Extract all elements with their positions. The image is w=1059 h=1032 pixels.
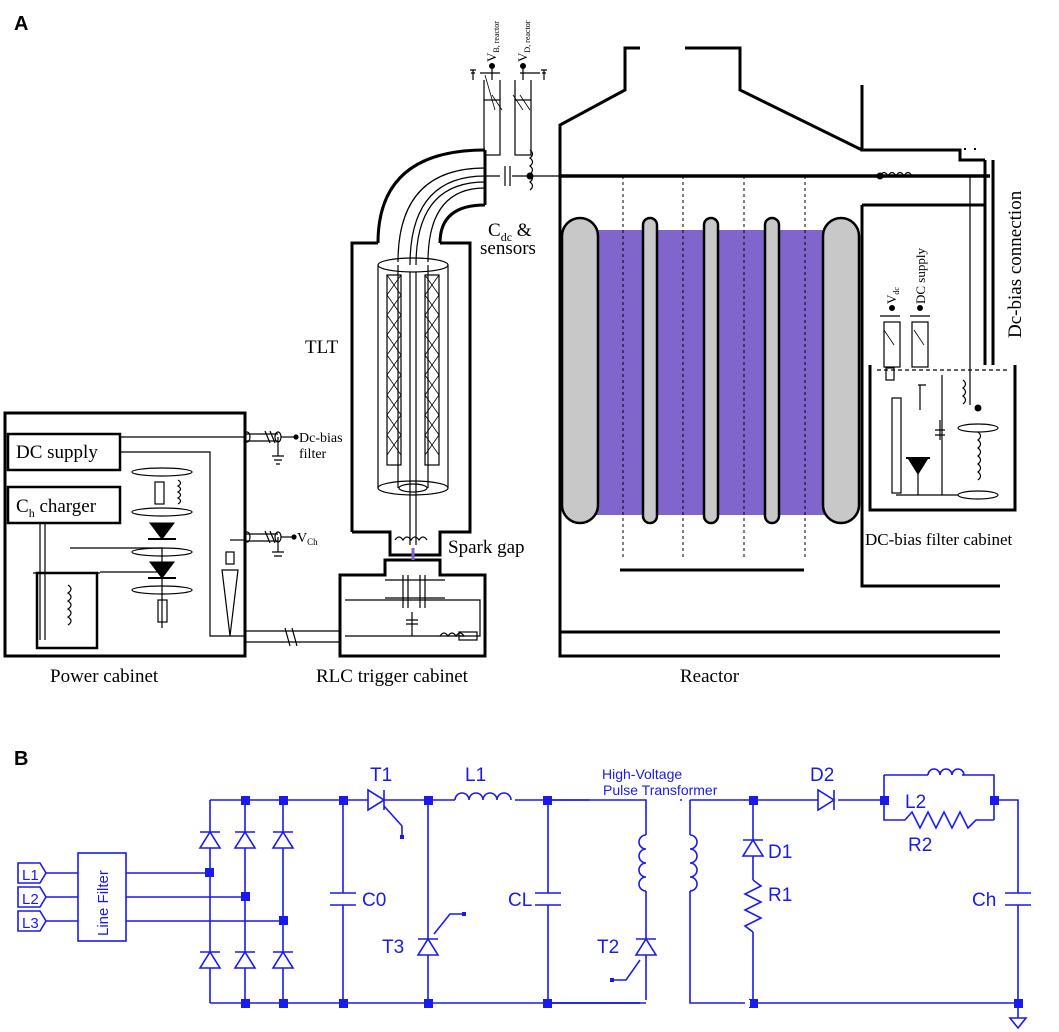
- input-terminals: L1 L2 L3: [17, 862, 78, 932]
- dc-bias-connection-label: Dc-bias connection: [1005, 190, 1026, 338]
- reactor: [558, 46, 1000, 658]
- capacitor-c0: [330, 800, 356, 1003]
- vb-reactor-label: VB, reactor: [484, 21, 501, 62]
- bridge-diode: [271, 830, 295, 849]
- electrode-3: [763, 216, 781, 525]
- ground-icon: [1008, 1017, 1028, 1030]
- cl-label: CL: [508, 890, 532, 911]
- vch-label: VCh: [297, 531, 318, 547]
- dc-bias-filter-cabinet: [868, 160, 1017, 512]
- inductor-l2: [927, 768, 965, 776]
- r2-label: R2: [908, 835, 932, 856]
- r1-label: R1: [768, 885, 792, 906]
- panel-a-letter: A: [14, 13, 28, 35]
- ch-charger-label: Ch charger: [16, 496, 97, 520]
- tlt-label: TLT: [305, 337, 338, 358]
- t1-label: T1: [370, 765, 392, 786]
- panel-b-letter: B: [14, 748, 28, 770]
- d2-label: D2: [810, 765, 834, 786]
- thyristor-t2: [610, 937, 658, 982]
- transformer-primary: [638, 834, 647, 892]
- dc-bias-filter-label-2: filter: [299, 447, 327, 462]
- thyristor-t3: [416, 912, 466, 956]
- capacitor-ch: [1005, 892, 1031, 906]
- resistor-r1: [743, 879, 763, 933]
- dc-supply-vertical-label: DC supply: [913, 248, 928, 304]
- resistor-r2: [904, 810, 994, 830]
- bridge-diode: [198, 830, 222, 849]
- power-outputs: [243, 430, 340, 647]
- input-label-l2: L2: [22, 891, 39, 908]
- input-label-l1: L1: [22, 867, 39, 884]
- hv-transformer-label-1: High-Voltage: [602, 766, 682, 782]
- l1-label: L1: [465, 765, 486, 786]
- capacitor-cl: [535, 892, 561, 906]
- cdc-label: Cdc &: [488, 220, 532, 244]
- panel-a: A DC supply Ch charger: [3, 13, 1026, 687]
- dc-bias-filter-label-1: Dc-bias: [299, 431, 343, 446]
- spark-gap-label: Spark gap: [448, 537, 525, 558]
- bridge-diode: [233, 830, 257, 849]
- bridge-diode: [233, 950, 257, 969]
- bridge-diode: [271, 950, 295, 969]
- l2-label: L2: [905, 792, 926, 813]
- input-terminal-l1: [17, 862, 47, 884]
- dc-bias-filter-cabinet-label: DC-bias filter cabinet: [865, 530, 1013, 549]
- vd-reactor-label: VD, reactor: [515, 20, 532, 62]
- sensors-label: sensors: [480, 238, 536, 259]
- diode-d1: [741, 838, 765, 857]
- bridge-diode: [198, 950, 222, 969]
- electrode-2: [702, 216, 720, 525]
- hv-transformer-label-2: Pulse Transformer: [603, 782, 718, 798]
- panel-b: B L1 L2 L3 Line Filter: [14, 748, 1031, 1030]
- tlt: [350, 241, 472, 560]
- line-filter-label: Line Filter: [95, 870, 112, 936]
- t2-label: T2: [597, 937, 619, 958]
- electrode-1: [641, 216, 659, 525]
- power-cabinet-label: Power cabinet: [50, 666, 159, 687]
- input-label-l3: L3: [22, 915, 39, 932]
- d1-label: D1: [768, 842, 792, 863]
- reactor-label: Reactor: [680, 666, 740, 687]
- t3-label: T3: [382, 937, 404, 958]
- cdc-sensors: [470, 63, 562, 205]
- inductor-l1: [454, 792, 515, 806]
- rlc-trigger-cabinet: [338, 558, 487, 658]
- rlc-cabinet-label: RLC trigger cabinet: [316, 666, 469, 687]
- ch-charger-box: [6, 485, 122, 525]
- dc-supply-label: DC supply: [16, 442, 98, 463]
- electrode-right: [821, 216, 861, 525]
- thyristor-t1: [367, 788, 404, 839]
- c0-label: C0: [362, 890, 386, 911]
- power-cabinet: DC supply Ch charger: [3, 411, 247, 658]
- coax-bend: [376, 148, 486, 266]
- ch-label: Ch: [972, 890, 996, 911]
- bridge-diodes: [198, 830, 295, 969]
- input-terminal-l2: [17, 886, 47, 908]
- transformer-secondary: [689, 834, 698, 892]
- diode-d2: [817, 788, 836, 812]
- vdc-label: Vdc: [884, 287, 901, 304]
- electrode-left: [560, 216, 600, 525]
- input-terminal-l3: [17, 910, 47, 932]
